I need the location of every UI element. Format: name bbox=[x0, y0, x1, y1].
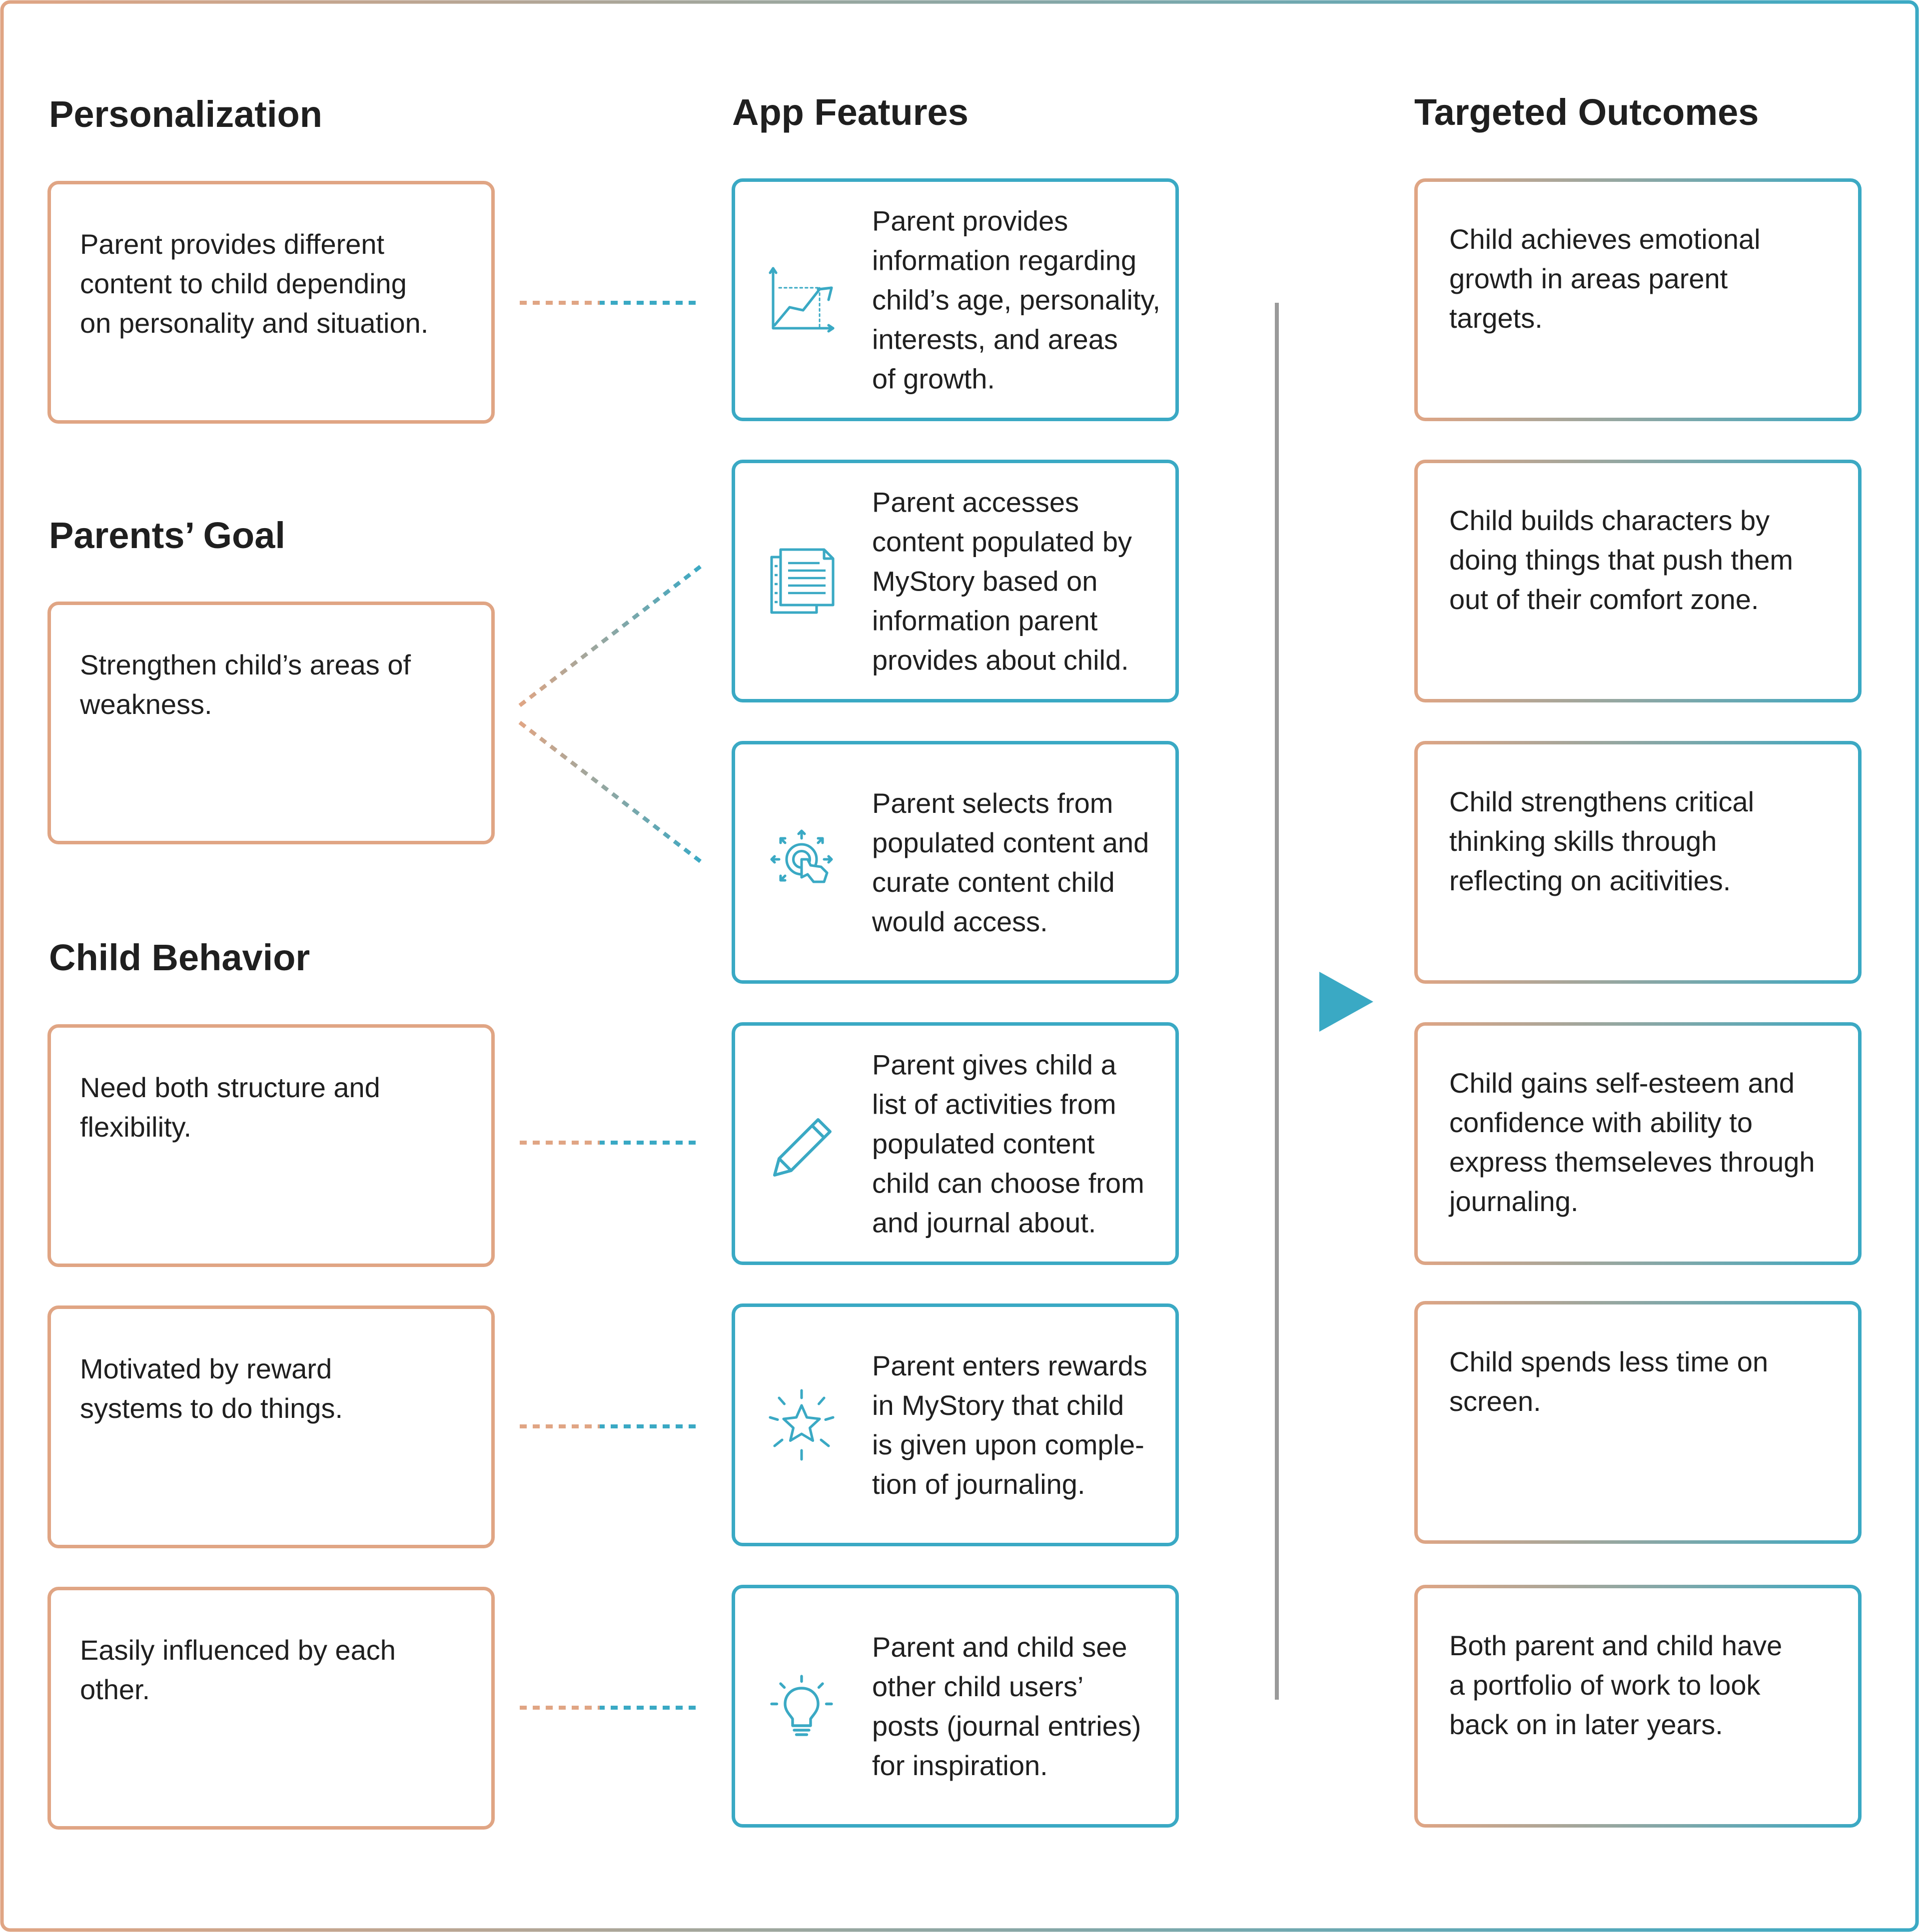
feature-text-3: Parent selects from populated content an… bbox=[872, 787, 1149, 937]
feature-box-6: Parent and child see other child users’ … bbox=[732, 1585, 1179, 1828]
touch-select-icon bbox=[770, 829, 833, 883]
pencil-icon bbox=[773, 1118, 832, 1177]
outcome-text-1: Child achieves emotional growth in areas… bbox=[1449, 223, 1761, 334]
outcome-box-4: Child gains self-esteem and confidence w… bbox=[1414, 1022, 1862, 1265]
outcome-box-2: Child builds characters by doing things … bbox=[1414, 460, 1862, 702]
documents-icon bbox=[770, 548, 835, 614]
heading-personalization: Personalization bbox=[49, 93, 322, 135]
feature-text-5: Parent enters rewards in MyStory that ch… bbox=[872, 1350, 1147, 1500]
parents-goal-text: Strengthen child’s areas of weakness. bbox=[80, 649, 411, 720]
outcome-text-5: Child spends less time on screen. bbox=[1449, 1346, 1769, 1417]
outcome-text-3: Child strengthens critical thinking skil… bbox=[1449, 786, 1755, 896]
outcome-box-1: Child achieves emotional growth in areas… bbox=[1414, 178, 1862, 421]
child-behavior-box-3: Easily influenced by each other. bbox=[47, 1587, 495, 1830]
heading-targeted-outcomes: Targeted Outcomes bbox=[1414, 91, 1759, 133]
personalization-box: Parent provides different content to chi… bbox=[47, 181, 495, 424]
heading-parents-goal: Parents’ Goal bbox=[49, 515, 285, 556]
outcome-box-3: Child strengthens critical thinking skil… bbox=[1414, 741, 1862, 984]
child-behavior-box-1: Need both structure and flexibility. bbox=[47, 1024, 495, 1267]
feature-text-1: Parent provides information regarding ch… bbox=[872, 205, 1160, 395]
child-behavior-text-2: Motivated by reward systems to do things… bbox=[80, 1353, 343, 1424]
child-behavior-text-3: Easily influenced by each other. bbox=[80, 1634, 396, 1705]
child-behavior-text-1: Need both structure and flexibility. bbox=[80, 1072, 380, 1143]
personalization-text: Parent provides different content to chi… bbox=[80, 228, 429, 339]
connector-goal-upper bbox=[518, 564, 703, 707]
feature-text-6: Parent and child see other child users’ … bbox=[872, 1631, 1141, 1781]
feature-box-4: Parent gives child a list of activities … bbox=[732, 1022, 1179, 1265]
heading-app-features: App Features bbox=[732, 91, 968, 133]
parents-goal-box: Strengthen child’s areas of weakness. bbox=[47, 602, 495, 844]
feature-text-4: Parent gives child a list of activities … bbox=[872, 1049, 1144, 1239]
outcome-box-6: Both parent and child have a portfolio o… bbox=[1414, 1585, 1862, 1828]
feature-box-2: Parent accesses content populated by MyS… bbox=[732, 460, 1179, 702]
outcome-text-2: Child builds characters by doing things … bbox=[1449, 505, 1794, 615]
star-icon bbox=[769, 1389, 835, 1461]
outcome-box-5: Child spends less time on screen. bbox=[1414, 1301, 1862, 1544]
outcome-text-6: Both parent and child have a portfolio o… bbox=[1449, 1630, 1783, 1740]
outcome-text-4: Child gains self-esteem and confidence w… bbox=[1449, 1067, 1815, 1217]
lightbulb-icon bbox=[770, 1675, 833, 1736]
line-chart-icon bbox=[769, 267, 835, 333]
feature-text-2: Parent accesses content populated by MyS… bbox=[872, 486, 1132, 676]
feature-box-1: Parent provides information regarding ch… bbox=[732, 178, 1179, 421]
feature-box-5: Parent enters rewards in MyStory that ch… bbox=[732, 1303, 1179, 1546]
heading-child-behavior: Child Behavior bbox=[49, 937, 310, 978]
connector-goal-lower bbox=[518, 720, 703, 864]
arrow-head-icon bbox=[1319, 972, 1373, 1032]
feature-bracket bbox=[1209, 301, 1329, 1702]
dotted-connectors bbox=[518, 301, 703, 1710]
child-behavior-box-2: Motivated by reward systems to do things… bbox=[47, 1305, 495, 1548]
feature-box-3: Parent selects from populated content an… bbox=[732, 741, 1179, 984]
